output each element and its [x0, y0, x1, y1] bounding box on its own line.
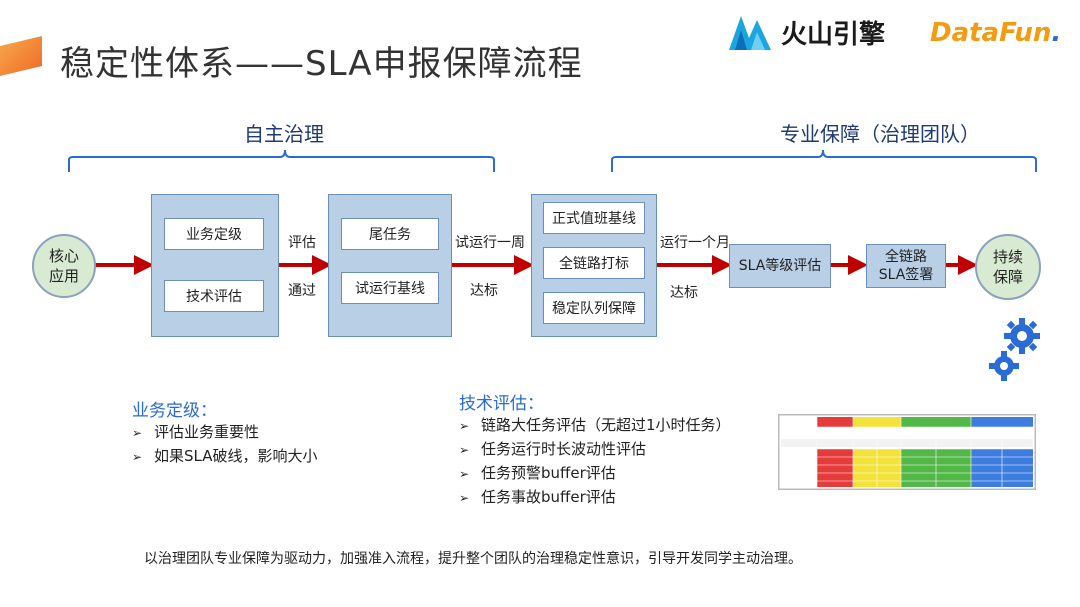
tech-eval-item: ➢ 链路大任务评估（无超过1小时任务）	[459, 414, 731, 435]
step-tail-task: 尾任务	[341, 218, 439, 250]
tech-eval-item-text: 任务事故buffer评估	[481, 488, 616, 506]
bullet-arrow-icon: ➢	[459, 467, 470, 481]
arrow-label-pass: 通过	[288, 283, 316, 299]
sla-sign-line2: SLA签署	[878, 267, 934, 283]
datafun-logo-dot: .	[1051, 18, 1062, 48]
step-sla-sign: 全链路 SLA签署	[866, 244, 946, 288]
step-full-link-tagging: 全链路打标	[543, 247, 645, 279]
bullet-arrow-icon: ➢	[459, 443, 470, 457]
tech-eval-item: ➢ 任务预警buffer评估	[459, 462, 616, 483]
gear-icon	[989, 318, 1040, 381]
step-tech-eval: 技术评估	[164, 280, 264, 312]
bullet-arrow-icon: ➢	[132, 426, 143, 440]
arrow-label-qualified-1: 达标	[470, 283, 498, 299]
business-level-item-text: 如果SLA破线，影响大小	[154, 447, 318, 465]
mountain-logo-icon	[729, 16, 771, 50]
end-circle-line2: 保障	[992, 268, 1023, 286]
start-circle-line2: 应用	[48, 267, 79, 285]
huoshan-logo-text: 火山引擎	[781, 20, 886, 50]
step-trial-baseline: 试运行基线	[341, 272, 439, 304]
end-circle-line1: 持续	[992, 248, 1023, 266]
step-sla-level-eval: SLA等级评估	[729, 244, 831, 288]
business-level-title: 业务定级：	[132, 401, 217, 421]
tech-eval-item-text: 任务预警buffer评估	[481, 464, 616, 482]
bullet-arrow-icon: ➢	[132, 450, 143, 464]
tech-eval-title: 技术评估：	[459, 394, 544, 414]
arrow-label-evaluate: 评估	[288, 235, 316, 251]
left-brace	[68, 149, 495, 172]
page-title: 稳定性体系——SLA申报保障流程	[60, 44, 583, 84]
tech-eval-item: ➢ 任务运行时长波动性评估	[459, 438, 646, 459]
brace-label-professional: 专业保障（治理团队）	[780, 122, 980, 146]
tech-eval-item: ➢ 任务事故buffer评估	[459, 486, 616, 507]
bullet-arrow-icon: ➢	[459, 491, 470, 505]
arrow-label-run-month: 运行一个月	[660, 235, 730, 251]
start-circle-core-app: 核心应用	[32, 234, 96, 298]
arrow-label-qualified-2: 达标	[670, 285, 698, 301]
braces-layer	[68, 149, 1037, 172]
group-box-2	[328, 194, 452, 337]
sla-table-thumbnail	[778, 414, 1036, 490]
step-business-level: 业务定级	[164, 218, 264, 250]
tech-eval-item-text: 链路大任务评估（无超过1小时任务）	[481, 416, 731, 434]
bullet-arrow-icon: ➢	[459, 419, 470, 433]
step-formal-oncall-baseline: 正式值班基线	[543, 202, 645, 234]
business-level-item: ➢ 如果SLA破线，影响大小	[132, 445, 318, 466]
right-brace	[611, 149, 1037, 172]
tech-eval-item-text: 任务运行时长波动性评估	[481, 440, 647, 458]
group-box-1	[151, 194, 279, 337]
datafun-logo-text: DataFun	[930, 18, 1052, 48]
business-level-item: ➢ 评估业务重要性	[132, 421, 259, 442]
sla-table-image	[778, 414, 1036, 490]
sla-sign-line1: 全链路	[885, 249, 927, 265]
start-circle-line1: 核心	[48, 247, 79, 265]
huoshan-logo: 火山引擎	[727, 10, 927, 54]
step-stable-queue: 稳定队列保障	[543, 292, 645, 324]
datafun-logo: DataFun.	[930, 18, 1061, 48]
business-level-item-text: 评估业务重要性	[154, 423, 260, 441]
end-circle-continuous: 持续保障	[975, 234, 1041, 300]
brace-label-self-governance: 自主治理	[244, 122, 324, 146]
arrow-label-trial-week: 试运行一周	[455, 235, 525, 251]
footer-summary: 以治理团队专业保障为驱动力，加强准入流程，提升整个团队的治理稳定性意识，引导开发…	[144, 551, 802, 567]
